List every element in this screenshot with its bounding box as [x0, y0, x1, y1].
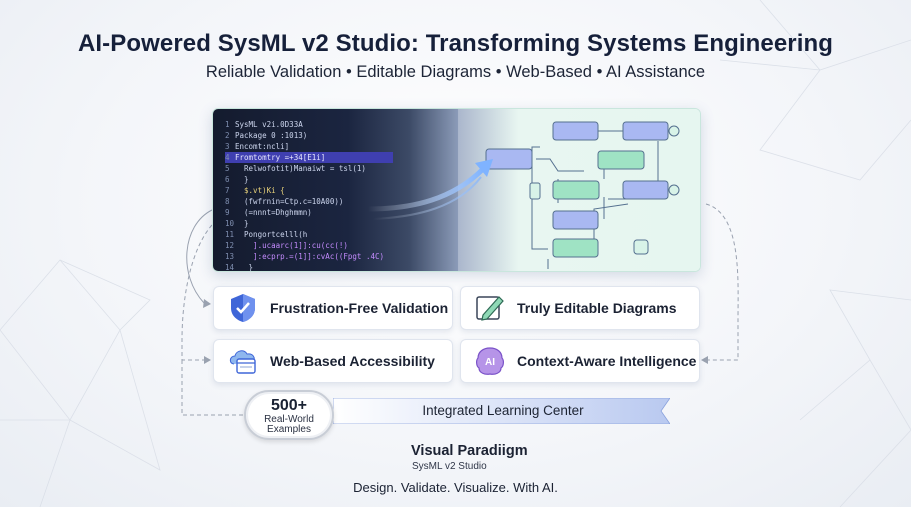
code-line-text: ]:ecprp.=(1]]:cvAc((Fpgt .4C) — [235, 252, 385, 261]
code-line: 1 SysML v2i.0D33A — [225, 119, 458, 130]
brand-product: SysML v2 Studio — [412, 461, 487, 472]
code-line-number: 1 — [225, 120, 230, 129]
diagram-node-green — [597, 150, 645, 170]
code-editor: 1 SysML v2i.0D33A 2 Package 0 :1013) 3 Encomt… — [213, 109, 458, 271]
pencil-diagram-icon — [476, 296, 504, 321]
code-line: 11 Pongortcelll(h — [225, 229, 458, 240]
badge-line1: Real-World — [264, 414, 314, 425]
code-line-number: 14 — [225, 263, 235, 272]
feature-ai-card[interactable]: AI Context-Aware Intelligence — [460, 339, 700, 383]
svg-text:AI: AI — [485, 357, 495, 368]
system-diagram — [485, 121, 680, 269]
code-line: 7 $.vt)Ki { — [225, 185, 458, 196]
code-line-text: } — [235, 175, 249, 184]
transform-arrow-icon — [367, 159, 493, 220]
diagram-node-green — [552, 180, 600, 200]
code-line-number: 11 — [225, 230, 235, 239]
examples-badge: 500+ Real-World Examples — [244, 390, 334, 440]
code-line-text: Pongortcelll(h — [235, 230, 308, 239]
feature-label: Context-Aware Intelligence — [517, 353, 697, 369]
learning-center-banner — [333, 398, 670, 424]
code-line-text: Relwofotit)Manaiwt = tsl(1) — [235, 164, 366, 173]
code-line: 4 Fromtomtry =+34[E1i] — [225, 152, 393, 163]
code-line-number: 13 — [225, 252, 235, 261]
code-line: 14 } — [225, 262, 458, 272]
code-line: 8 (fwfrnin=Ctp.c=10A00)) — [225, 196, 458, 207]
code-line-number: 5 — [225, 164, 230, 173]
code-line-text: SysML v2i.0D33A — [235, 120, 303, 129]
code-line-number: 6 — [225, 175, 230, 184]
code-line-text: Fromtomtry =+34[E1i] — [235, 153, 326, 162]
banner-label: Integrated Learning Center — [422, 403, 584, 418]
diagram-node-blue — [622, 121, 669, 141]
badge-number: 500+ — [270, 397, 308, 414]
code-line: 5 Relwofotit)Manaiwt = tsl(1) — [225, 163, 458, 174]
code-line-number: 12 — [225, 241, 235, 250]
hero-editor-panel: 1 SysML v2i.0D33A 2 Package 0 :1013) 3 Encomt… — [212, 108, 701, 272]
code-line: 13 ]:ecprp.=(1]]:cvAc((Fpgt .4C) — [225, 251, 458, 262]
code-line: 2 Package 0 :1013) — [225, 130, 458, 141]
code-line-number: 3 — [225, 142, 230, 151]
feature-label: Truly Editable Diagrams — [517, 300, 677, 316]
code-line-text: Package 0 :1013) — [235, 131, 308, 140]
diagram-node-blue — [552, 210, 599, 230]
page-title: AI-Powered SysML v2 Studio: Transforming… — [77, 30, 834, 57]
code-line-text: } — [235, 263, 254, 272]
badge-line2: Examples — [267, 424, 311, 435]
diagram-node-blue — [552, 121, 599, 141]
code-line-text: } — [235, 219, 249, 228]
code-line-number: 10 — [225, 219, 235, 228]
code-line-text: $.vt)Ki { — [235, 186, 285, 195]
code-line-number: 2 — [225, 131, 230, 140]
diagram-node-blue — [485, 148, 533, 170]
code-line-text: (=nnnt=Dhghmmn) — [235, 208, 312, 217]
diagram-node-green — [552, 238, 599, 258]
feature-web-card[interactable]: Web-Based Accessibility — [213, 339, 453, 383]
feature-label: Web-Based Accessibility — [270, 353, 435, 369]
code-line-number: 9 — [225, 208, 230, 217]
diagram-node-blue — [622, 180, 669, 200]
code-line: 9 (=nnnt=Dhghmmn) — [225, 207, 458, 218]
code-line: 3 Encomt:ncli] — [225, 141, 458, 152]
feature-diagrams-card[interactable]: Truly Editable Diagrams — [460, 286, 700, 330]
feature-label: Frustration-Free Validation — [270, 300, 449, 316]
brand-name: Visual Paradiigm — [411, 443, 528, 459]
ai-brain-icon: AI — [476, 347, 504, 375]
code-line-number: 8 — [225, 197, 230, 206]
page-subtitle: Reliable Validation • Editable Diagrams … — [205, 63, 706, 81]
shield-check-icon — [231, 294, 255, 322]
diagram-canvas — [458, 109, 700, 271]
tagline: Design. Validate. Visualize. With AI. — [353, 480, 558, 495]
feature-validation-card[interactable]: Frustration-Free Validation — [213, 286, 453, 330]
code-line-number: 7 — [225, 186, 230, 195]
code-line-text: (fwfrnin=Ctp.c=10A00)) — [235, 197, 344, 206]
code-line: 6 } — [225, 174, 458, 185]
code-line-text: Encomt:ncli] — [235, 142, 290, 151]
code-line-text: ].ucaarc(1]]:cu(cc(!) — [235, 241, 348, 250]
code-line: 10 } — [225, 218, 458, 229]
code-line: 12 ].ucaarc(1]]:cu(cc(!) — [225, 240, 458, 251]
cloud-browser-icon — [229, 350, 256, 374]
code-line-number: 4 — [225, 153, 230, 162]
